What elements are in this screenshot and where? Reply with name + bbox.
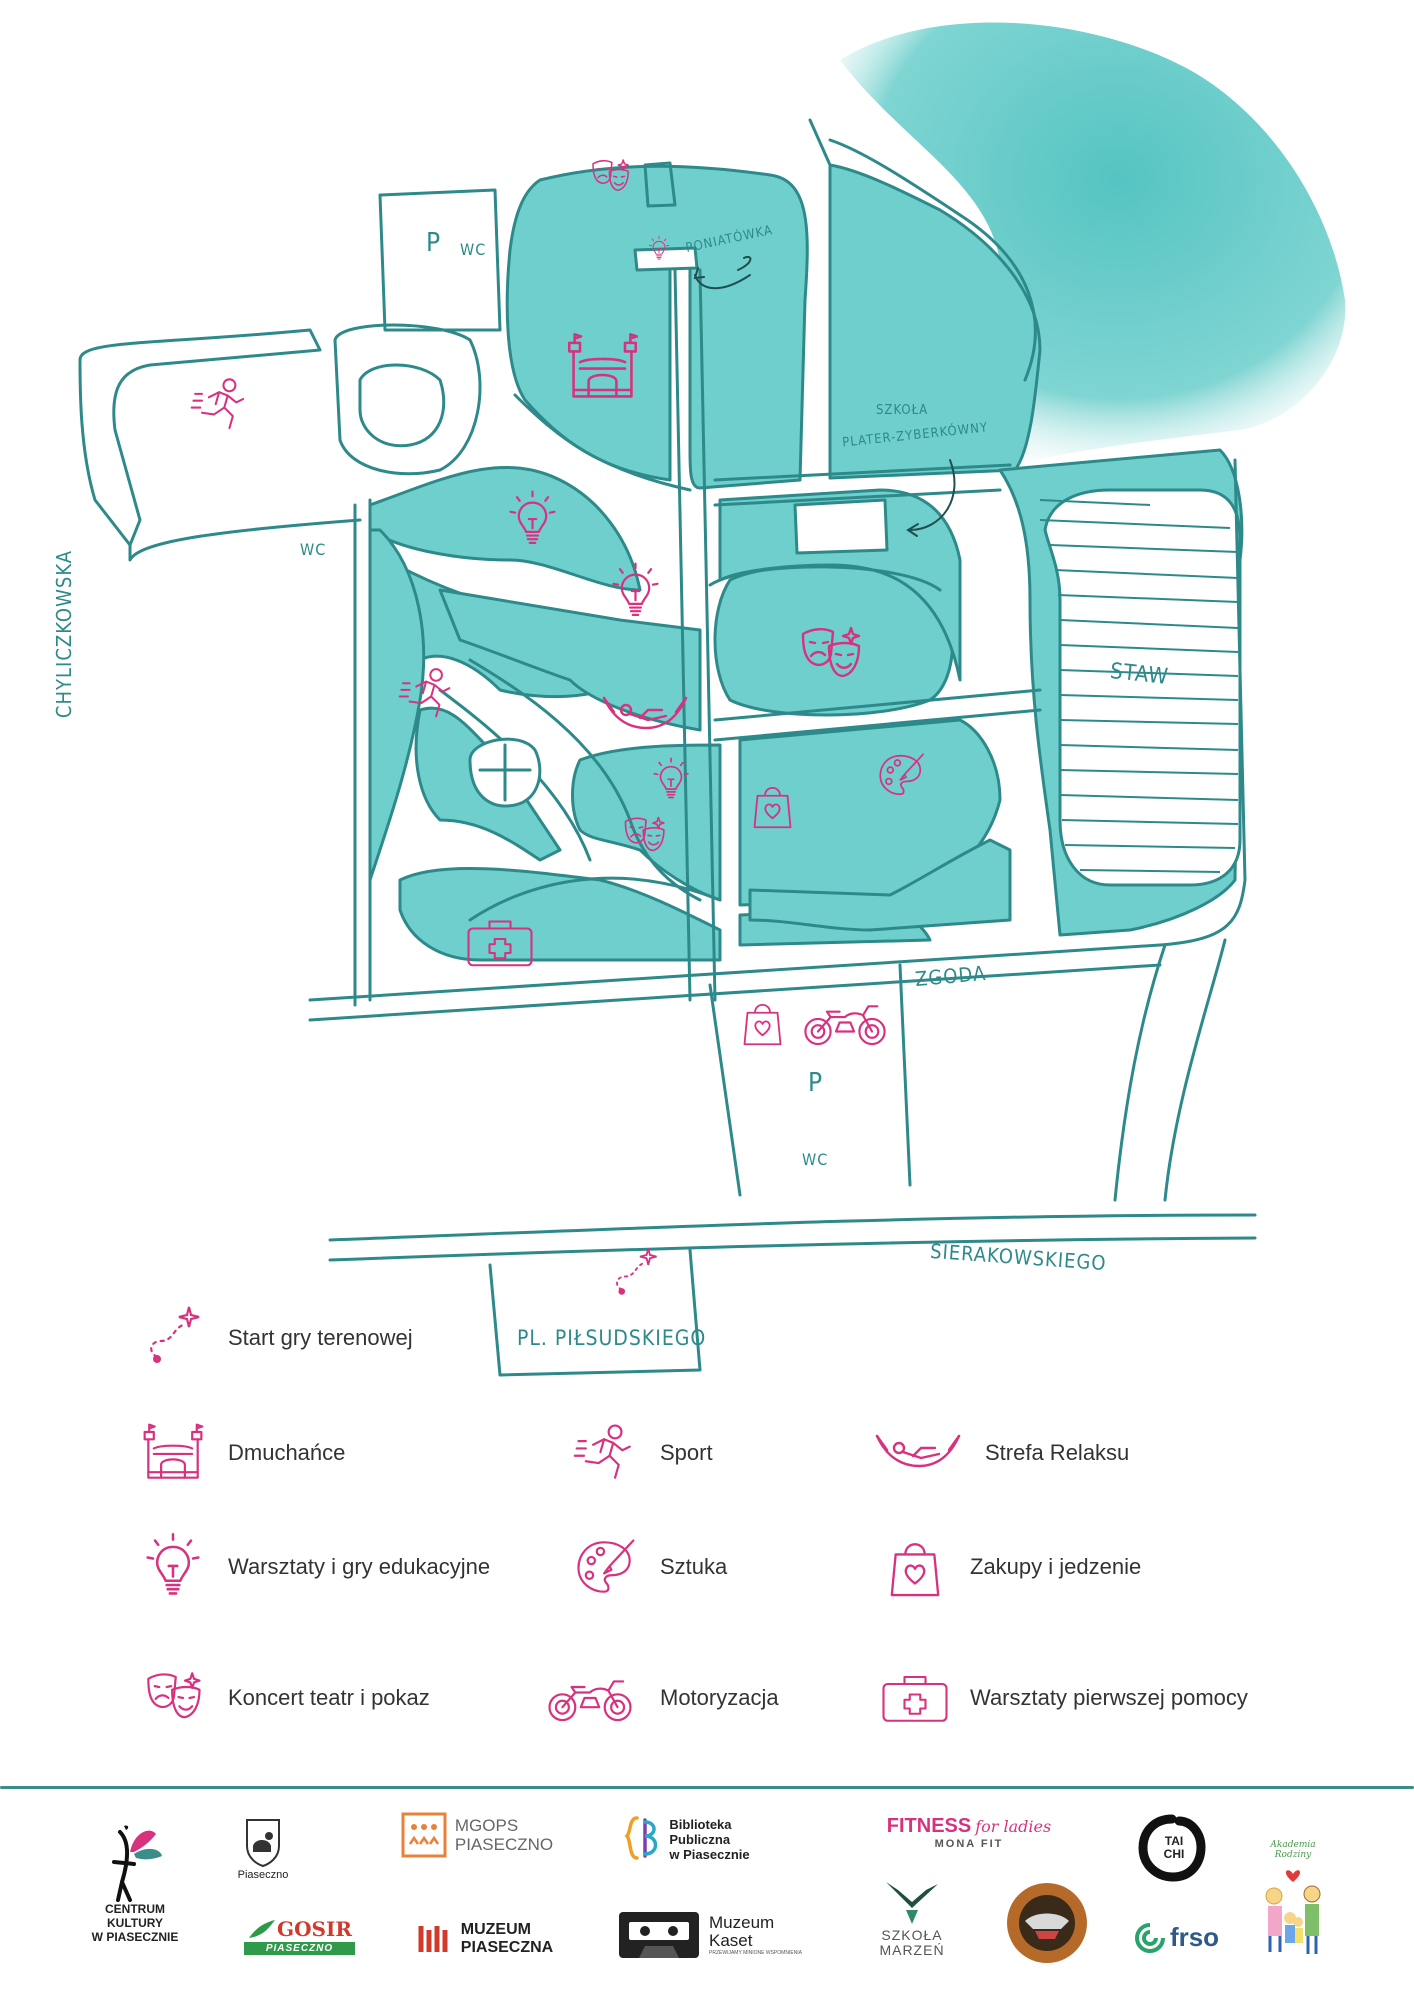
legend-start: Start gry terenowej (138, 1303, 413, 1373)
family-drawing-icon (1265, 1870, 1321, 1954)
legend-label: Zakupy i jedzenie (970, 1554, 1142, 1579)
mgops-line1: MGOPS (454, 1816, 519, 1835)
street-pl-pilsudskiego: PL. PIŁSUDSKIEGO (517, 1326, 707, 1350)
biblioteka-line2: Publiczna (669, 1831, 731, 1847)
taichi-line1: TAI (1164, 1834, 1184, 1848)
legend-label: Strefa Relaksu (985, 1440, 1130, 1465)
szkola-line1: SZKOŁA (881, 1926, 943, 1943)
hammock-icon (870, 1418, 965, 1488)
legend-label: Koncert teatr i pokaz (228, 1685, 430, 1710)
logo-moto-club (1004, 1880, 1090, 1966)
legend-label: Warsztaty i gry edukacyjne (228, 1554, 491, 1579)
mgops-line2: PIASECZNO (454, 1835, 554, 1854)
cassette-icon (619, 1912, 700, 1958)
pond-staw (1039, 488, 1242, 887)
legend-label: Sztuka (660, 1554, 728, 1579)
logo-centrum-kultury: CENTRUM KULTURY W PIASECZNIE (85, 1815, 185, 1950)
logo-frso: frso (1124, 1915, 1229, 1960)
frso-mark-icon (1134, 1922, 1165, 1953)
legend-label: Motoryzacja (660, 1685, 779, 1710)
logo-mgops: MGOPS PIASECZNO (397, 1810, 557, 1860)
legend-item-sztuka: Sztuka (570, 1532, 727, 1602)
mgops-mark-icon (401, 1812, 447, 1858)
muzeum-line2: PIASECZNA (460, 1939, 554, 1956)
logo-gosir: GOSIR PIASECZNO (232, 1910, 367, 1960)
logo-muzeum-kaset: Muzeum Kaset PRZEWIJAMY MINIONE WSPOMNIE… (607, 1905, 812, 1965)
legend-item-relaks: Strefa Relaksu (870, 1418, 1129, 1488)
logo-fitness-for-ladies: FITNESS for ladies MONA FIT (866, 1808, 1072, 1856)
kaset-sub: PRZEWIJAMY MINIONE WSPOMNIENIA (709, 1950, 802, 1956)
piaseczno-crest-icon (246, 1818, 280, 1867)
palette-icon (570, 1532, 640, 1602)
lake (840, 22, 1346, 470)
legend-item-koncert: Koncert teatr i pokaz (138, 1663, 430, 1733)
gosir-main: GOSIR (277, 1916, 352, 1941)
muzeum-line1: MUZEUM (460, 1921, 531, 1938)
legend-label: Sport (660, 1440, 713, 1465)
biblioteka-mark-icon (624, 1816, 658, 1860)
bird-icon (886, 1881, 938, 1924)
taichi-line2: CHI (1163, 1847, 1185, 1861)
biblioteka-line3: w Piasecznie (669, 1846, 750, 1862)
fitness-script: for ladies (975, 1816, 1052, 1836)
szkola-line2: MARZEŃ (879, 1941, 945, 1958)
centrum-kultury-emblem-icon (112, 1824, 162, 1902)
legend-item-warsztaty: Warsztaty i gry edukacyjne (138, 1532, 490, 1602)
legend-item-pierwsza-pomoc: Warsztaty pierwszej pomocy (880, 1663, 1248, 1733)
kaset-line2: Kaset (709, 1931, 753, 1950)
wc-label-west: WC (300, 540, 327, 559)
wc-label-north: WC (460, 240, 487, 259)
muzeum-mark-icon (418, 1926, 448, 1952)
piaseczno-label: Piaseczno (237, 1868, 289, 1881)
tai-chi-circle-icon (1138, 1814, 1206, 1882)
game-start-icon (138, 1303, 208, 1373)
shopping-bag-icon (880, 1532, 950, 1602)
legend-item-motoryzacja: Motoryzacja (540, 1663, 779, 1733)
legend-item-sport: Sport (570, 1418, 713, 1488)
logo-muzeum-piaseczna: MUZEUM PIASECZNA (400, 1915, 570, 1963)
theater-masks-icon (138, 1663, 208, 1733)
legend-label: Dmuchańce (228, 1440, 346, 1465)
logo-tai-chi: TAI CHI (1135, 1813, 1213, 1883)
lightbulb-icon (138, 1532, 208, 1602)
place-szkola-line1: SZKOŁA (876, 403, 929, 418)
legend-item-dmuchance: Dmuchańce (138, 1418, 345, 1488)
logo-piaseczno: Piaseczno (228, 1808, 298, 1890)
first-aid-kit-icon (880, 1663, 950, 1733)
parking-label-north: P (426, 228, 442, 258)
legend-label: Start gry terenowej (228, 1325, 413, 1350)
ck-line1: CENTRUM KULTURY (105, 1901, 165, 1930)
gosir-sub: PIASECZNO (243, 1941, 356, 1955)
kaset-line1: Muzeum (709, 1913, 775, 1932)
akademia-label: Akademia Rodziny (1270, 1840, 1316, 1860)
frso-label: frso (1169, 1922, 1220, 1952)
street-chyliczkowska: CHYLICZKOWSKA (52, 549, 77, 719)
wc-label-south: WC (802, 1150, 829, 1169)
moto-club-badge-icon (1007, 1883, 1087, 1963)
logo-akademia-rodziny: Akademia Rodziny (1253, 1840, 1333, 1960)
gosir-mark-icon (249, 1919, 276, 1938)
fitness-sub: MONA FIT (934, 1837, 1004, 1850)
fitness-main: FITNESS (886, 1814, 972, 1837)
legend-label: Warsztaty pierwszej pomocy (970, 1685, 1248, 1710)
ck-line2: W PIASECZNIE (91, 1929, 179, 1944)
motorcycle-icon (540, 1663, 640, 1733)
logo-szkola-marzen: SZKOŁA MARZEŃ (868, 1870, 956, 1965)
park-map (78, 22, 1346, 1377)
parking-label-south: P (808, 1068, 824, 1098)
logo-biblioteka: Biblioteka Publiczna w Piasecznie (604, 1810, 769, 1868)
biblioteka-line1: Biblioteka (669, 1816, 732, 1832)
bouncy-castle-icon (138, 1418, 208, 1488)
footer-divider (0, 1786, 1414, 1789)
legend-item-zakupy: Zakupy i jedzenie (880, 1532, 1141, 1602)
runner-icon (570, 1418, 640, 1488)
